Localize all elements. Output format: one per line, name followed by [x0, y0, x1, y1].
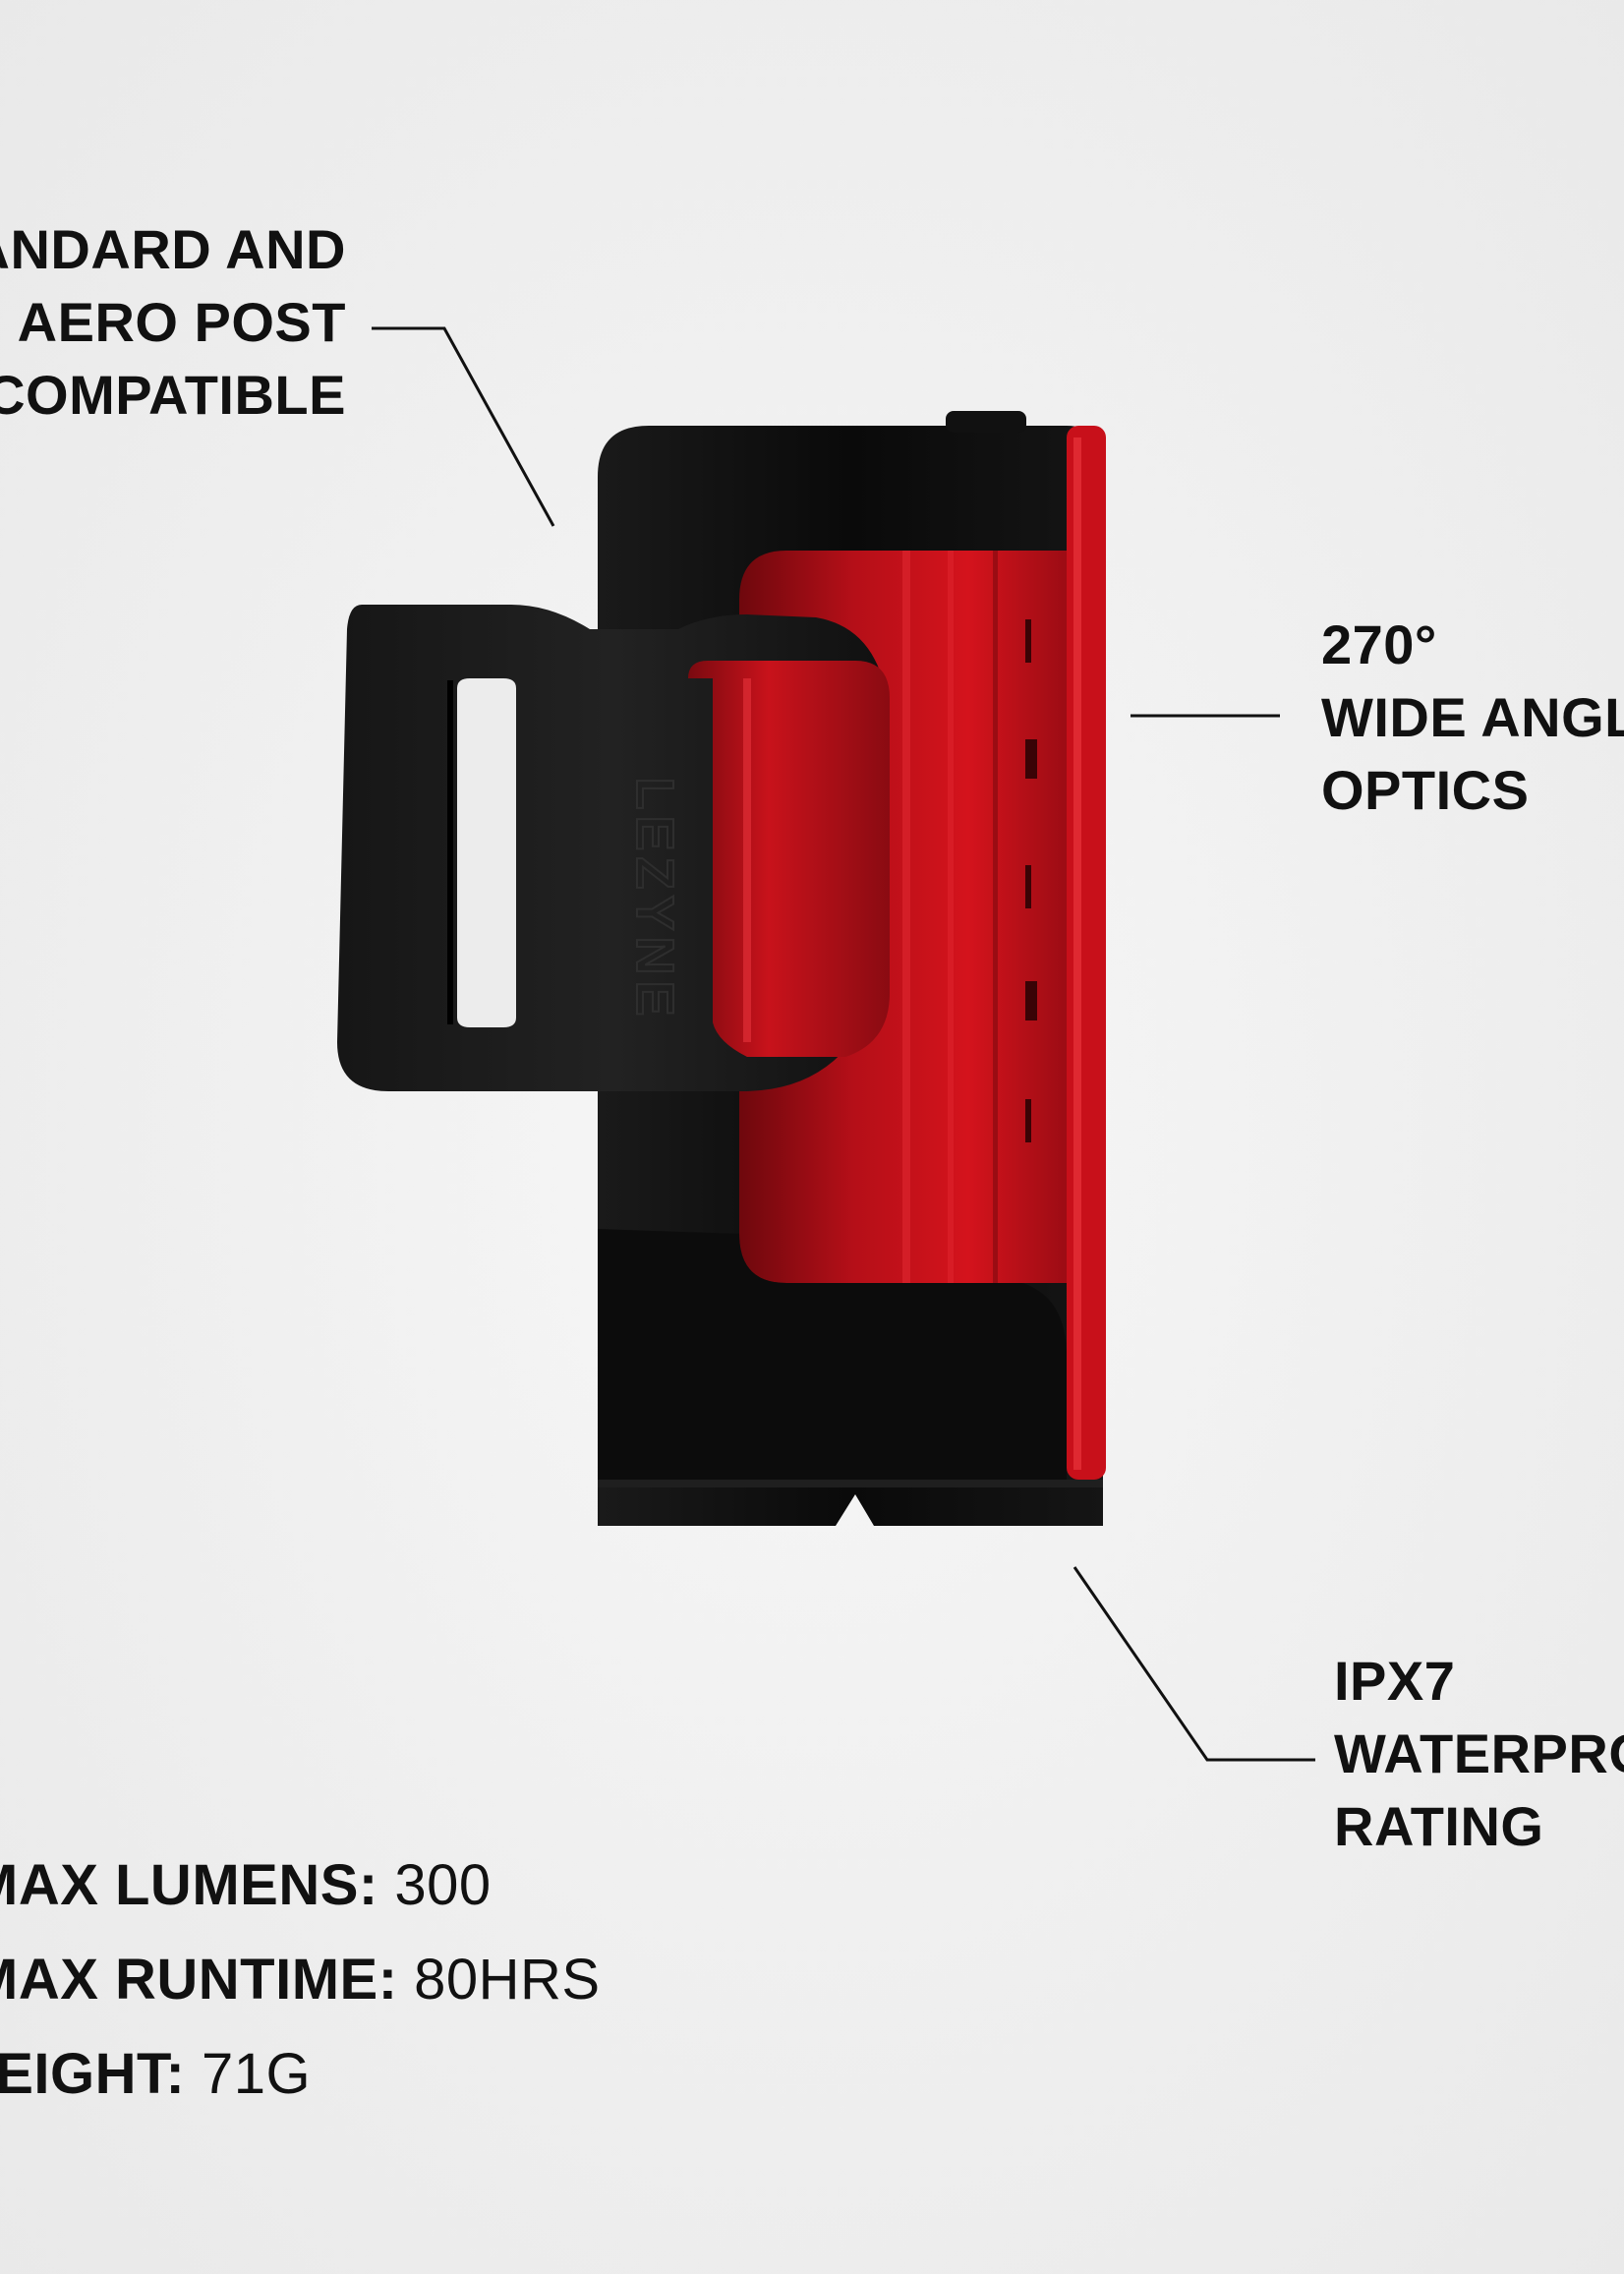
waterproof-callout-line: WATERPRO: [1334, 1722, 1624, 1784]
mount-callout-line: COMPATIBLE: [0, 364, 346, 426]
optics-callout-line: OPTICS: [1321, 759, 1530, 821]
optics-callout-line: 270°: [1321, 613, 1437, 675]
spec-list: MAX LUMENS: 300 MAX RUNTIME: 80HRS WEIGH…: [0, 1838, 601, 2122]
spec-row-runtime: MAX RUNTIME: 80HRS: [0, 1933, 601, 2027]
optics-callout-line: WIDE ANGL: [1321, 686, 1624, 748]
mount-callout: ANDARD AND AERO POST COMPATIBLE: [0, 213, 346, 432]
spec-row-lumens: MAX LUMENS: 300: [0, 1838, 601, 1933]
brand-mark: LEZYNE: [625, 777, 684, 1021]
optics-callout: 270° WIDE ANGL OPTICS: [1321, 609, 1624, 827]
waterproof-leader-line: [1073, 1566, 1315, 1762]
waterproof-callout-line: RATING: [1334, 1795, 1544, 1857]
spec-value: 300: [394, 1853, 492, 1917]
leader-lines: [372, 326, 1315, 1762]
spec-value: 80HRS: [414, 1948, 601, 2012]
spec-row-weight: WEIGHT: 71G: [0, 2027, 601, 2122]
mount-strap: LEZYNE: [337, 605, 890, 1091]
spec-value: 71G: [201, 2042, 312, 2106]
spec-key: WEIGHT:: [0, 2042, 186, 2106]
waterproof-callout-line: IPX7: [1334, 1650, 1456, 1712]
waterproof-callout: IPX7 WATERPRO RATING: [1334, 1645, 1624, 1863]
spec-key: MAX RUNTIME:: [0, 1948, 415, 2012]
mount-callout-line: AERO POST: [17, 291, 346, 353]
mount-callout-line: ANDARD AND: [0, 218, 346, 280]
mount-leader-line: [372, 326, 555, 527]
spec-key: MAX LUMENS:: [0, 1853, 395, 1917]
